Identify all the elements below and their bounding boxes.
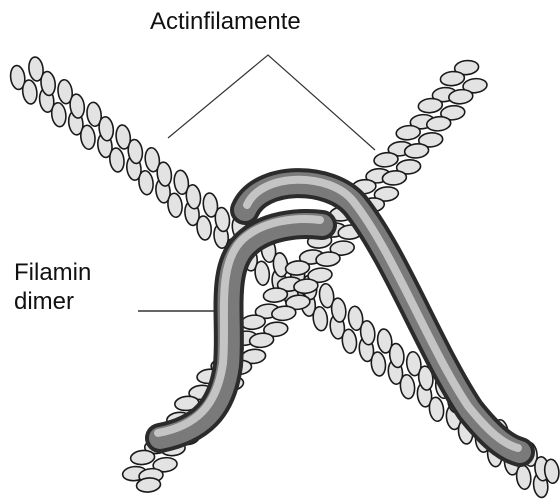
actin-b-bead xyxy=(135,477,162,493)
actin-b-bead xyxy=(417,132,444,148)
filamin-arm-left-highlight xyxy=(154,215,324,437)
actin-b-bead xyxy=(462,77,488,94)
leader-lines xyxy=(138,54,376,312)
actin-a-bead xyxy=(428,396,445,423)
actin-b-bead xyxy=(439,70,466,87)
actin-a-bead xyxy=(108,147,125,173)
actin-a-bead xyxy=(21,79,38,105)
filamin-dimer-label: Filamin dimer xyxy=(14,258,91,316)
actin-a-bead xyxy=(185,184,202,210)
actin-a-bead xyxy=(127,138,144,165)
actin-a-bead xyxy=(543,458,560,485)
filamin-arm-right-highlight xyxy=(243,175,522,452)
actin-b-bead xyxy=(425,115,452,132)
actin-a-bead xyxy=(144,146,161,173)
actin-b-bead xyxy=(248,332,275,349)
actin-a-bead xyxy=(214,206,231,233)
actin-a-bead xyxy=(50,101,67,128)
actin-b-bead xyxy=(373,151,399,168)
actin-a-bead xyxy=(138,169,154,196)
actin-a-bead xyxy=(196,215,213,241)
actin-b-bead xyxy=(373,186,400,202)
actin-b-bead xyxy=(284,260,311,276)
actin-a-bead xyxy=(515,464,532,491)
actin-a-bead xyxy=(28,56,44,82)
actin-a-bead xyxy=(98,116,115,142)
actin-a-bead xyxy=(330,297,347,323)
actin-leader-line xyxy=(167,54,376,151)
actin-b-bead xyxy=(315,251,341,267)
filamin-dimer xyxy=(145,168,535,467)
actin-b-bead xyxy=(129,449,156,466)
actin-b-bead xyxy=(307,267,333,284)
actin-a-bead xyxy=(86,101,103,128)
actin-b-bead xyxy=(381,170,408,186)
filamin-arm-left-mid xyxy=(149,213,333,449)
filamin-dimer-label-line2: dimer xyxy=(14,288,75,315)
actin-a-bead xyxy=(40,70,57,97)
actin-b-bead xyxy=(448,88,474,105)
actin-b-bead xyxy=(395,124,421,141)
actin-a-bead xyxy=(405,350,422,377)
actin-b-bead xyxy=(395,159,422,175)
actin-b-bead xyxy=(285,294,311,311)
actin-a-bead xyxy=(69,93,86,119)
actin-a-bead xyxy=(79,124,96,151)
filamin-dimer-label-line1: Filamin xyxy=(14,259,92,286)
actin-a-bead xyxy=(202,192,219,218)
actin-a-bead xyxy=(376,328,393,354)
actin-b-bead xyxy=(403,143,430,159)
actin-a-bead xyxy=(115,124,132,150)
actin-b-bead xyxy=(440,104,466,121)
actin-b-bead xyxy=(262,287,289,303)
actin-a-bead xyxy=(57,78,74,105)
actin-a-bead xyxy=(318,282,335,309)
actin-a-bead xyxy=(312,305,329,332)
actin-a-bead xyxy=(167,192,183,219)
actin-filament-b xyxy=(121,59,488,493)
actin-a-bead xyxy=(341,328,358,355)
actin-a-bead xyxy=(388,342,405,369)
actin-a-bead xyxy=(347,305,364,332)
actin-b-bead xyxy=(263,321,289,338)
actin-a-bead xyxy=(9,64,26,91)
actin-a-bead xyxy=(156,161,173,187)
actin-b-bead xyxy=(152,456,178,473)
actin-b-bead xyxy=(329,240,355,256)
actin-a-bead xyxy=(370,351,387,377)
actin-b-bead xyxy=(271,305,297,322)
actin-a-bead xyxy=(399,373,416,400)
actin-a-bead xyxy=(417,365,434,391)
actin-b-bead xyxy=(417,97,444,114)
actin-filaments-label: Actinfilamente xyxy=(150,8,301,35)
actin-a-bead xyxy=(173,169,190,196)
actin-b-bead xyxy=(453,59,480,76)
actin-b-bead xyxy=(293,278,319,295)
actin-a-bead xyxy=(254,260,271,287)
actin-a-bead xyxy=(359,320,376,346)
actin-b-bead xyxy=(240,314,266,331)
